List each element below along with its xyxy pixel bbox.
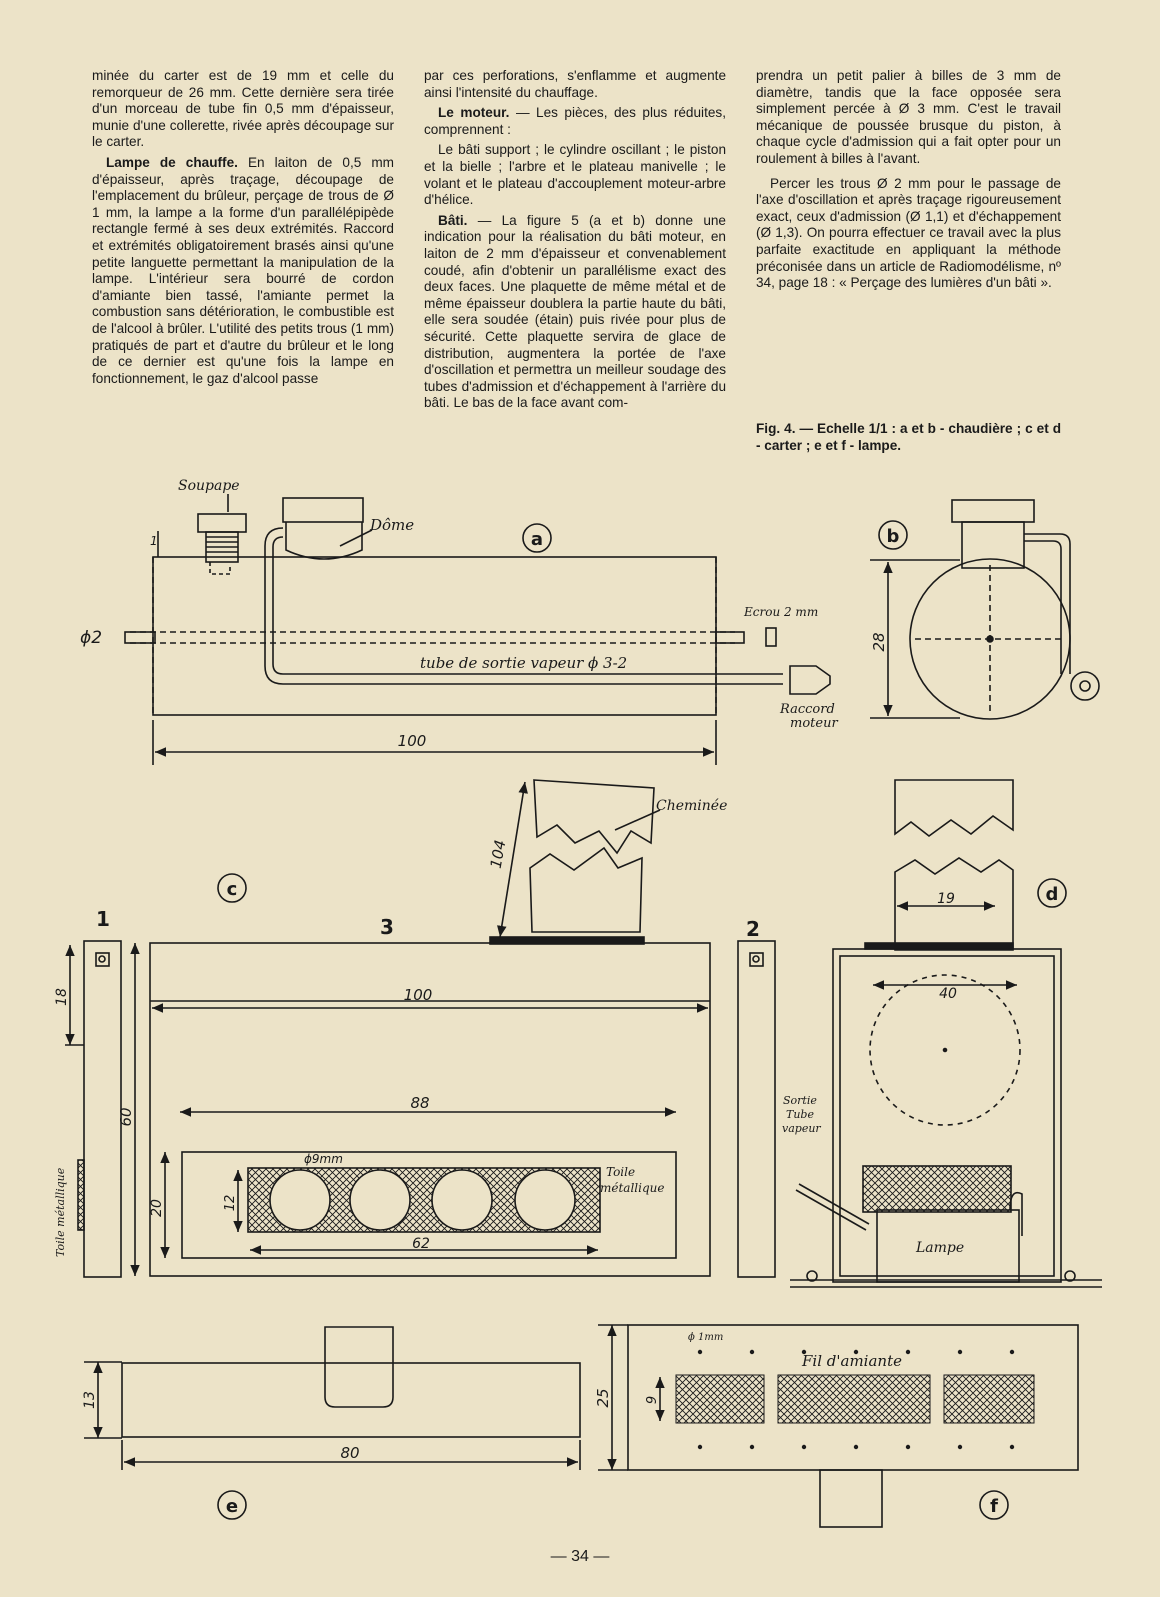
- label-ecrou: Ecrou 2 mm: [743, 605, 818, 619]
- label-phi9mm: ϕ9mm: [304, 1152, 343, 1166]
- figure-e-lamp-side: [84, 1326, 581, 1470]
- dim-1-a: 1: [150, 534, 158, 548]
- paragraph-moteur: Le moteur. — Les pièces, des plus réduit…: [424, 105, 726, 138]
- dim-60: 60: [117, 1107, 135, 1126]
- label-lampe: Lampe: [915, 1240, 964, 1256]
- view-label-3: 3: [380, 915, 394, 939]
- heading-moteur: Le moteur.: [438, 105, 510, 121]
- dim-62: 62: [412, 1236, 430, 1252]
- page-number: — 34 —: [550, 1548, 610, 1565]
- label-vapeur: vapeur: [782, 1122, 821, 1135]
- label-dome: Dôme: [369, 516, 414, 534]
- label-phi1mm: ϕ 1mm: [688, 1332, 723, 1343]
- dim-19: 19: [937, 891, 955, 907]
- label-toile: Toile: [606, 1165, 635, 1179]
- paragraph: Le bâti support ; le cylindre oscillant …: [424, 142, 726, 208]
- label-tube: Tube: [786, 1108, 814, 1121]
- paragraph: minée du carter est de 19 mm et celle du…: [92, 68, 394, 150]
- dim-13: 13: [82, 1391, 98, 1409]
- paragraph-bati: Bâti. — La figure 5 (a et b) donne une i…: [424, 213, 726, 412]
- label-raccord: Raccord: [779, 702, 835, 717]
- dim-88: 88: [410, 1094, 429, 1112]
- view-label-2: 2: [746, 917, 760, 941]
- dim-40: 40: [939, 986, 957, 1002]
- label-toile-metallique-side: Toile métallique: [54, 1167, 67, 1257]
- heading-lampe: Lampe de chauffe.: [106, 154, 238, 170]
- label-soupape: Soupape: [178, 478, 240, 494]
- figure-d-carter-end: [790, 779, 1102, 1288]
- dim-9: 9: [645, 1396, 660, 1404]
- paragraph-body: — La figure 5 (a et b) donne une indicat…: [424, 212, 726, 411]
- figure-letter-f: f: [990, 1496, 998, 1517]
- figure-letter-a: a: [531, 529, 543, 550]
- figure-c-carter: [65, 779, 776, 1278]
- dim-12: 12: [223, 1195, 238, 1212]
- dim-100-c: 100: [404, 986, 433, 1004]
- label-sortie: Sortie: [783, 1094, 817, 1107]
- dim-20: 20: [149, 1199, 165, 1217]
- paragraph: Percer les trous Ø 2 mm pour le passage …: [756, 175, 1061, 291]
- figure-a-boiler-side: [124, 494, 831, 765]
- label-tube-sortie: tube de sortie vapeur ϕ 3-2: [420, 654, 627, 672]
- label-phi2: ϕ2: [80, 628, 102, 648]
- dim-25: 25: [594, 1388, 612, 1407]
- lamp-holes: [697, 1349, 1015, 1450]
- figure-letter-d: d: [1046, 884, 1059, 905]
- label-metallique: métallique: [600, 1181, 664, 1195]
- heading-bati: Bâti.: [438, 212, 468, 228]
- figure-b-boiler-end: [870, 499, 1100, 720]
- dim-80: 80: [340, 1444, 359, 1462]
- figure-letter-b: b: [887, 526, 900, 547]
- view-label-1: 1: [96, 907, 110, 931]
- dim-28: 28: [870, 632, 888, 651]
- label-fil-amiante: Fil d'amiante: [801, 1352, 902, 1370]
- paragraph-lampe: Lampe de chauffe. En laiton de 0,5 mm d'…: [92, 155, 394, 387]
- figure-caption: Fig. 4. — Echelle 1/1 : a et b - chaudiè…: [756, 421, 1061, 453]
- text-column-3: prendra un petit palier à billes de 3 mm…: [756, 68, 1061, 296]
- text-column-2: par ces perforations, s'enflamme et augm…: [424, 68, 726, 416]
- figure-letter-c: c: [227, 879, 238, 900]
- figure-letter-e: e: [226, 1496, 238, 1517]
- dim-100-a: 100: [398, 732, 427, 750]
- label-moteur: moteur: [790, 716, 838, 731]
- label-cheminee: Cheminée: [656, 798, 727, 814]
- paragraph-body: — Les pièces, des plus réduites, compren…: [424, 105, 726, 137]
- paragraph: par ces perforations, s'enflamme et augm…: [424, 68, 726, 100]
- paragraph: prendra un petit palier à billes de 3 mm…: [756, 68, 1061, 166]
- text-column-1: minée du carter est de 19 mm et celle du…: [92, 68, 394, 391]
- dim-104: 104: [487, 838, 510, 869]
- dim-18: 18: [54, 988, 70, 1006]
- paragraph-body: En laiton de 0,5 mm d'épaisseur, après t…: [92, 154, 394, 386]
- figure-f-lamp-top: [598, 1324, 1079, 1528]
